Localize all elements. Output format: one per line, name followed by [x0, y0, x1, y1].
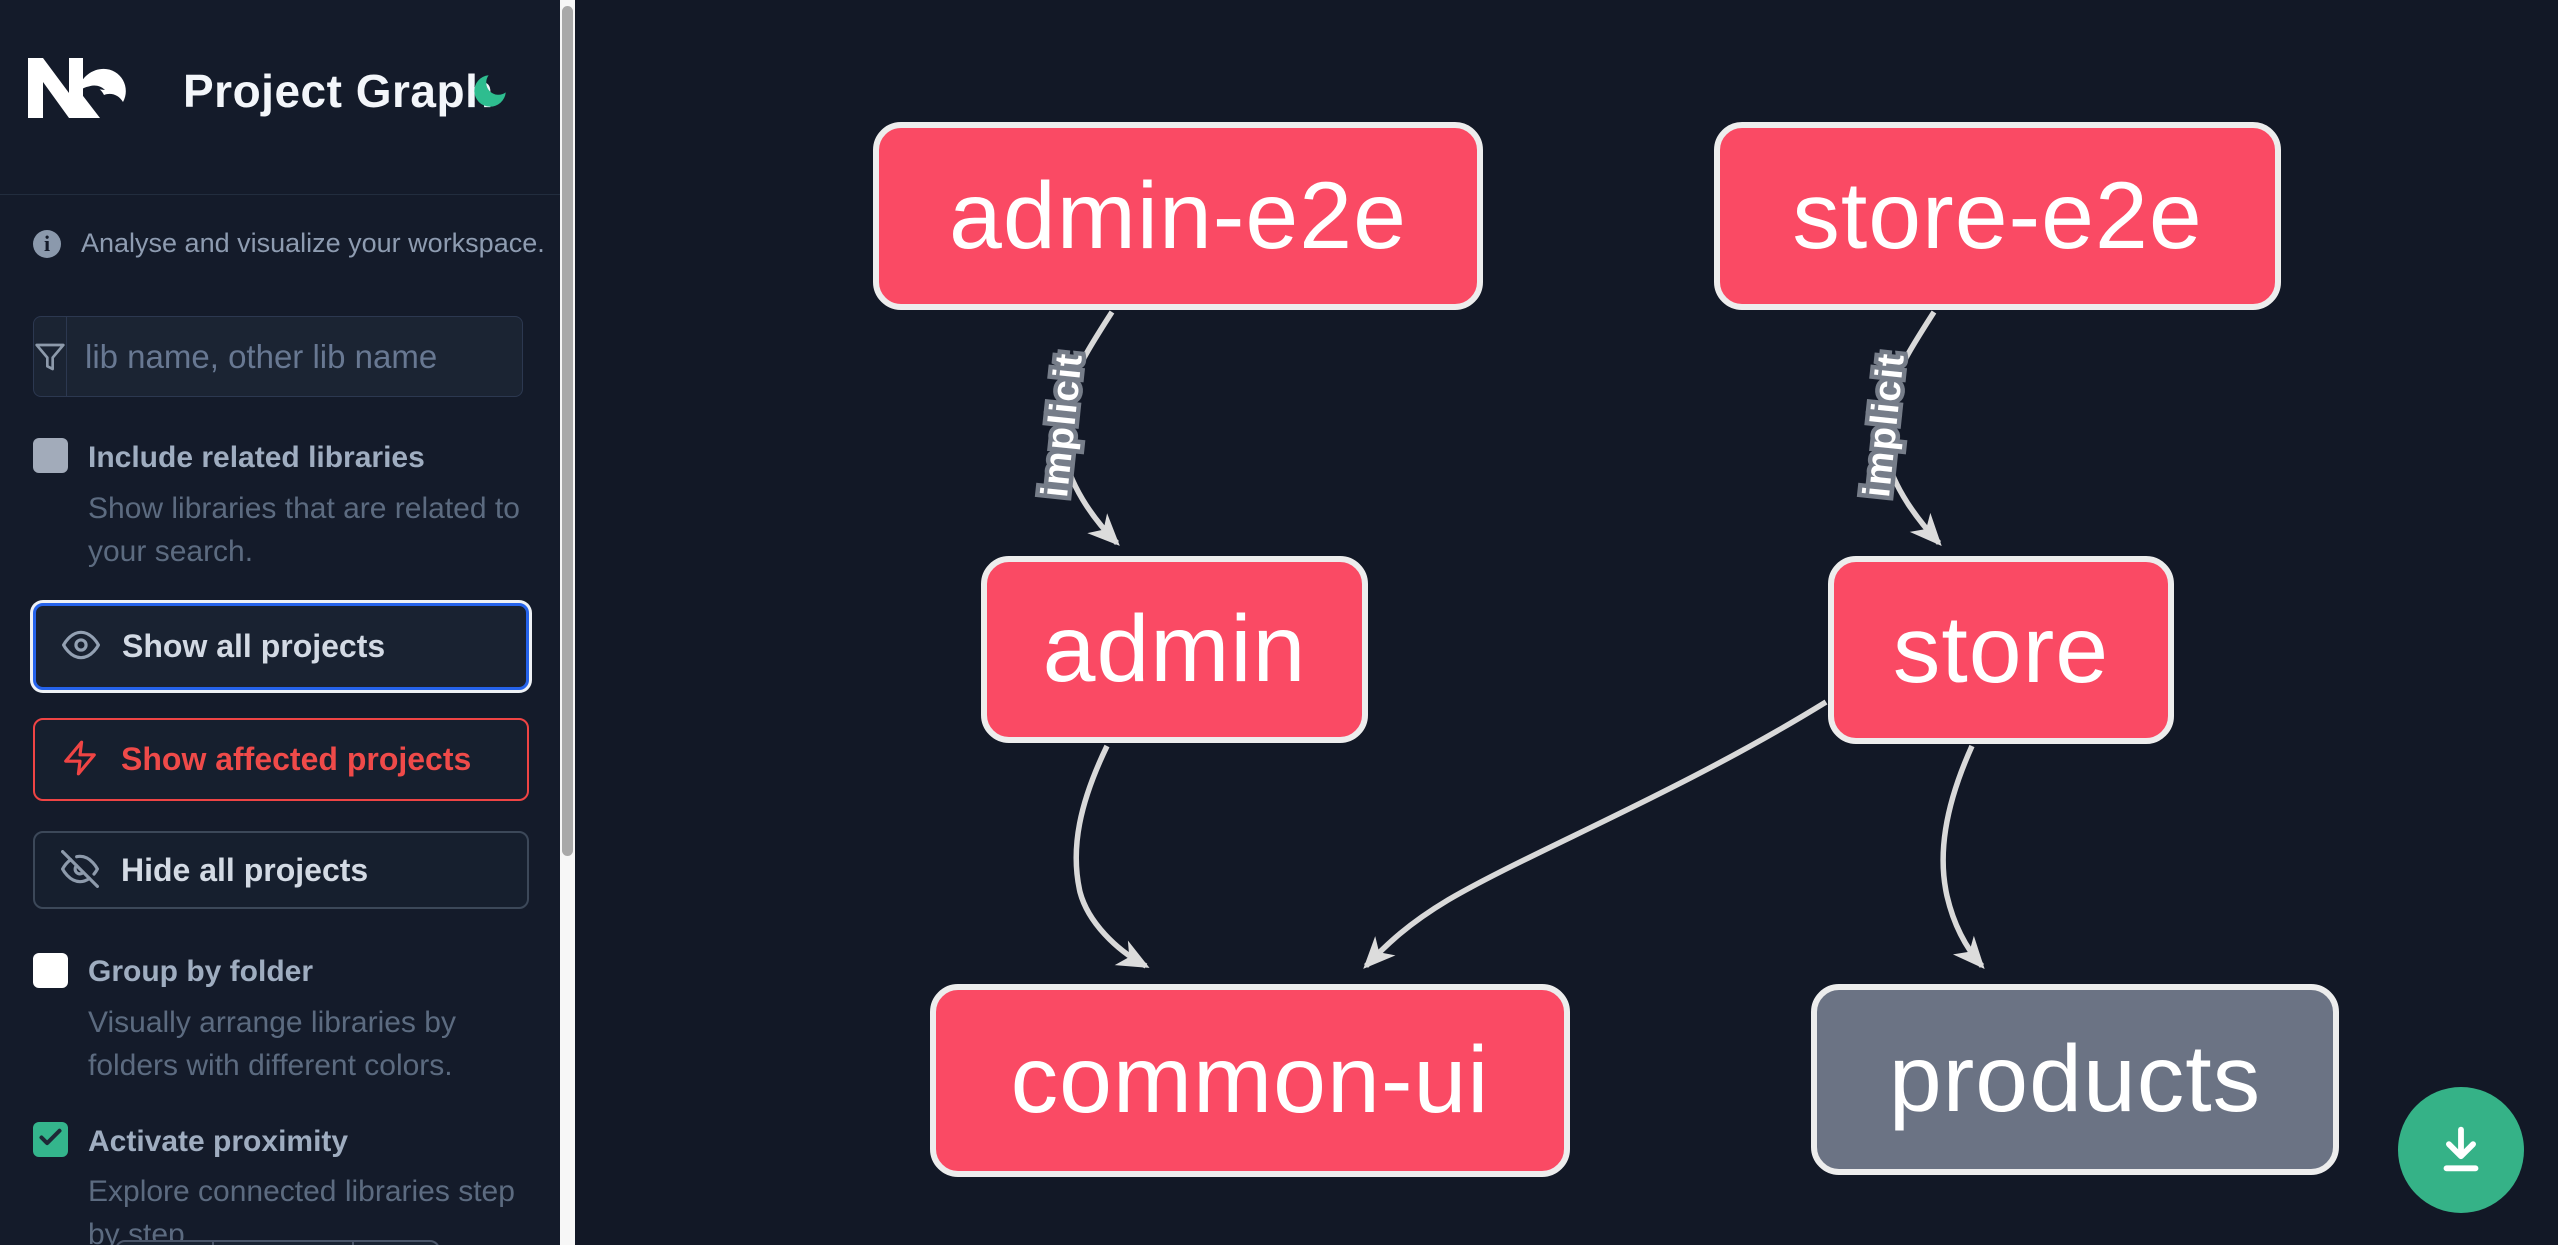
nx-logo-icon: [28, 58, 130, 118]
eye-off-icon: [61, 849, 99, 891]
eye-icon: [62, 626, 100, 667]
sidebar-scrollbar-thumb[interactable]: [562, 6, 573, 856]
info-icon: i: [33, 229, 61, 258]
group-by-folder-description: Visually arrange libraries by folders wi…: [88, 1006, 456, 1082]
search-input[interactable]: [67, 317, 528, 396]
graph-node-admin[interactable]: admin: [981, 556, 1368, 743]
theme-toggle-button[interactable]: [466, 70, 514, 114]
activate-proximity-description: Explore connected libraries step by step…: [88, 1175, 515, 1245]
check-icon: [37, 1124, 64, 1156]
group-by-folder-checkbox[interactable]: [33, 953, 68, 988]
edge-store-to-common-ui[interactable]: [1363, 699, 1828, 969]
graph-node-store[interactable]: store: [1828, 556, 2174, 744]
graph-node-admin-e2e[interactable]: admin-e2e: [873, 122, 1483, 310]
bolt-icon: [61, 739, 99, 780]
graph-node-products[interactable]: products: [1811, 984, 2339, 1175]
activate-proximity-checkbox[interactable]: [33, 1122, 68, 1157]
graph-node-store-e2e[interactable]: store-e2e: [1714, 122, 2281, 310]
edge-store-to-products[interactable]: [1940, 744, 1985, 969]
moon-icon: [469, 75, 511, 115]
include-related-description: Show libraries that are related to your …: [88, 492, 520, 568]
hide-all-projects-button[interactable]: Hide all projects: [33, 831, 529, 909]
header-divider: [0, 194, 560, 195]
search-box: [33, 316, 528, 397]
group-by-folder-label: Group by folder: [88, 955, 313, 988]
sidebar-scrollbar-track[interactable]: [560, 0, 575, 1245]
activate-proximity-label: Activate proximity: [88, 1125, 349, 1158]
edge-admin-to-common-ui[interactable]: [1073, 744, 1150, 969]
graph-node-common-ui[interactable]: common-ui: [930, 984, 1570, 1177]
download-graph-button[interactable]: [2398, 1087, 2524, 1213]
filter-icon: [34, 317, 67, 396]
show-all-projects-button[interactable]: Show all projects: [33, 603, 529, 690]
edge-admin-e2e-to-admin[interactable]: [1058, 310, 1120, 546]
include-related-label: Include related libraries: [88, 441, 425, 474]
show-affected-projects-button[interactable]: Show affected projects: [33, 718, 529, 801]
workspace-tagline: Analyse and visualize your workspace.: [81, 228, 545, 258]
download-icon: [2432, 1120, 2490, 1181]
include-related-checkbox[interactable]: [33, 438, 68, 473]
edge-store-e2e-to-store[interactable]: [1880, 310, 1942, 546]
app-title: Project Graph: [183, 65, 494, 117]
sidebar: Project Graph i Analyse and visualize yo…: [0, 0, 560, 1245]
